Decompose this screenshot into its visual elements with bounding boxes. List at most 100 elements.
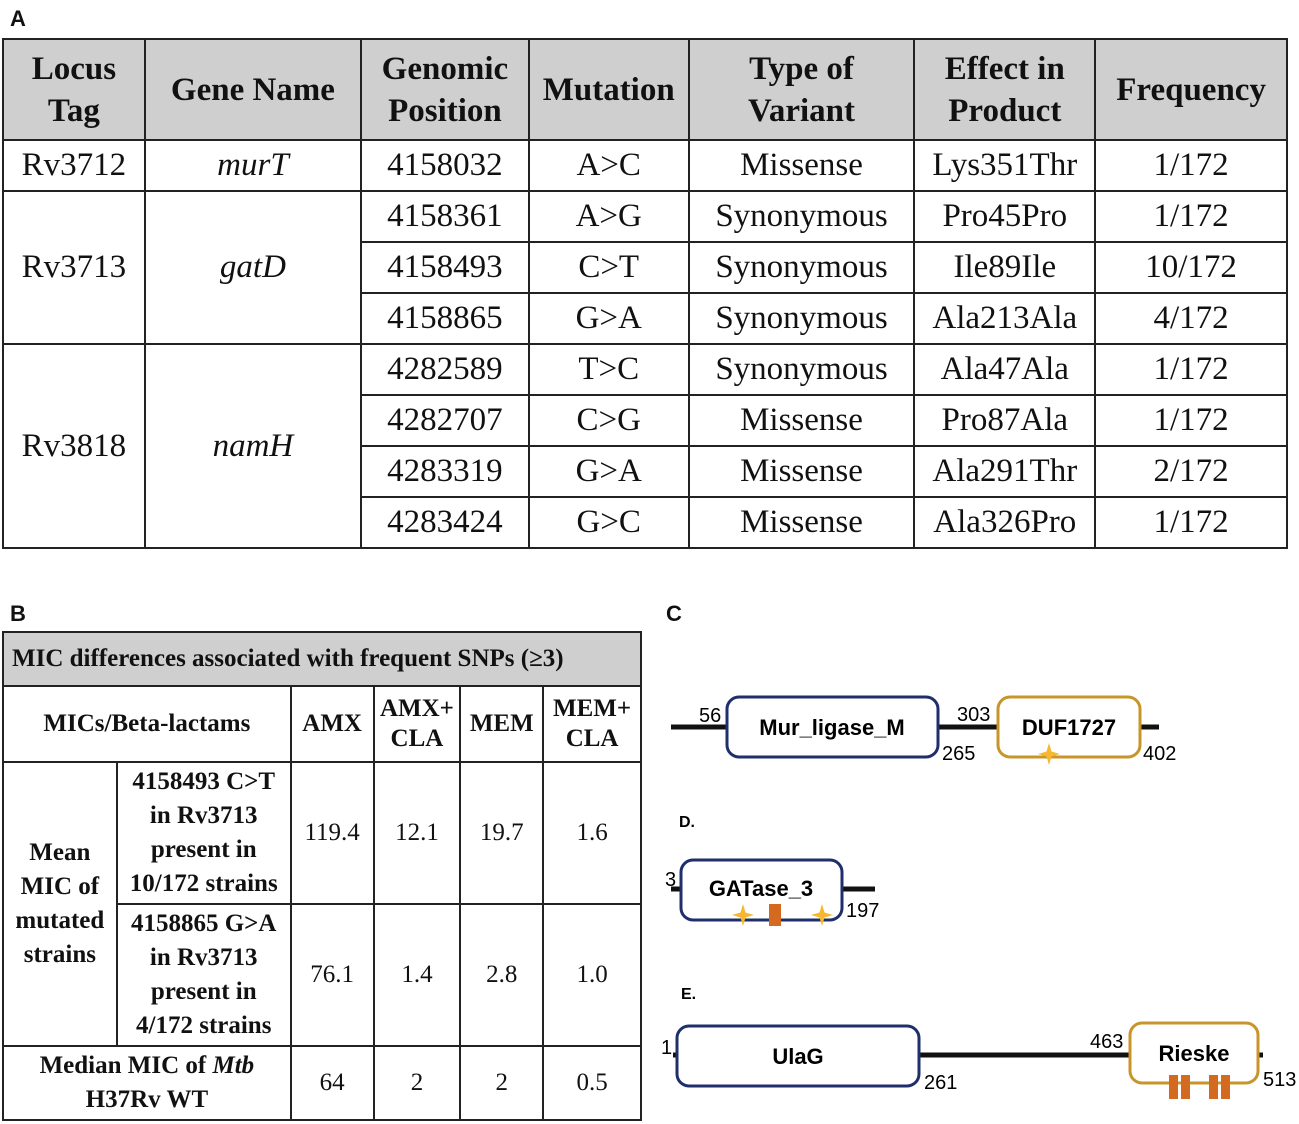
domain-start-rieske: 463 (1090, 1031, 1123, 1053)
snp-bar-icon (1169, 1075, 1178, 1099)
snp-row-label: 4158865 G>A in Rv3713 present in 4/172 s… (115, 903, 292, 1047)
mutation-cell: T>C (527, 343, 690, 396)
frequency-cell: 2/172 (1094, 445, 1288, 498)
frequency-cell: 4/172 (1094, 292, 1288, 345)
header-effect-in-product: Effect in Product (913, 38, 1097, 141)
domain-label-ulag: UlaG (772, 1044, 823, 1069)
variant-type-cell: Missense (687, 139, 916, 192)
genomic-position-cell: 4283424 (360, 496, 530, 549)
drug-amx-cla: AMX+ CLA (372, 685, 462, 763)
mic-value: 12.1 (372, 761, 462, 905)
wt-value: 2 (372, 1045, 462, 1121)
mic-value: 1.4 (372, 903, 462, 1047)
mutation-cell: A>G (527, 190, 690, 243)
mutation-cell: G>A (527, 445, 690, 498)
domain-end-mur-ligase: 265 (942, 743, 975, 765)
variant-type-cell: Missense (687, 445, 916, 498)
effect-cell: Ile89Ile (913, 241, 1097, 294)
mic-col-header: MICs/Beta-lactams (2, 685, 292, 763)
domain-end-duf1727: 402 (1143, 743, 1176, 765)
mutation-cell: C>T (527, 241, 690, 294)
drug-amx: AMX (289, 685, 375, 763)
header-gene-name: Gene Name (143, 38, 363, 141)
drug-mem: MEM (459, 685, 545, 763)
frequency-cell: 1/172 (1094, 496, 1288, 549)
mic-value: 76.1 (289, 903, 375, 1047)
domain-label-mur-ligase: Mur_ligase_M (759, 715, 905, 740)
mutation-cell: G>C (527, 496, 690, 549)
gene-name-cell: gatD (143, 190, 363, 345)
wt-value: 0.5 (542, 1045, 642, 1121)
wt-row-label: Median MIC of Mtb H37Rv WT (2, 1045, 292, 1121)
wt-label-post: H37Rv WT (85, 1086, 209, 1113)
mic-table: MIC differences associated with frequent… (2, 631, 642, 1121)
snp-bar-icon (1209, 1075, 1218, 1099)
domain-box-rieske (1128, 1021, 1260, 1085)
effect-cell: Ala326Pro (913, 496, 1097, 549)
genomic-position-cell: 4158865 (360, 292, 530, 345)
effect-cell: Ala213Ala (913, 292, 1097, 345)
variants-table: Locus Tag Gene Name Genomic Position Mut… (2, 38, 1288, 549)
domain-box-mur-ligase (725, 695, 940, 759)
panel-d-label: D. (679, 814, 695, 831)
domain-box-ulag (675, 1024, 921, 1088)
genomic-position-cell: 4283319 (360, 445, 530, 498)
domain-end-rieske: 513 (1263, 1069, 1296, 1091)
mutation-cell: C>G (527, 394, 690, 447)
domain-label-gatase3: GATase_3 (709, 876, 813, 901)
snp-bar-icon (1181, 1075, 1190, 1099)
table-header-row: Locus Tag Gene Name Genomic Position Mut… (2, 38, 1288, 141)
domain-label-rieske: Rieske (1159, 1041, 1230, 1066)
frequency-cell: 1/172 (1094, 190, 1288, 243)
domain-label-duf1727: DUF1727 (1022, 715, 1116, 740)
gene-name-cell: namH (143, 343, 363, 549)
genomic-position-cell: 4282589 (360, 343, 530, 396)
effect-cell: Pro45Pro (913, 190, 1097, 243)
effect-cell: Ala291Thr (913, 445, 1097, 498)
mic-value: 2.8 (459, 903, 545, 1047)
frequency-cell: 1/172 (1094, 139, 1288, 192)
mutation-cell: G>A (527, 292, 690, 345)
domain-start-gatase3: 3 (665, 869, 676, 891)
mean-mic-group-label: Mean MIC of mutated strains (2, 761, 118, 1047)
mic-value: 19.7 (459, 761, 545, 905)
genomic-position-cell: 4158361 (360, 190, 530, 243)
panel-b-label: B (10, 601, 26, 626)
diagram-e: E. UlaG 1 261 Rieske 463 513 (661, 986, 1296, 1099)
domain-end-ulag: 261 (924, 1072, 957, 1094)
mic-value: 1.0 (542, 903, 642, 1047)
header-locus-tag: Locus Tag (2, 38, 146, 141)
diagram-d: D. GATase_3 3 197 (665, 814, 879, 926)
domain-box-duf1727 (996, 695, 1142, 759)
mic-table-title: MIC differences associated with frequent… (2, 631, 642, 687)
snp-row-label: 4158493 C>T in Rv3713 present in 10/172 … (115, 761, 292, 905)
header-mutation: Mutation (527, 38, 690, 141)
variant-type-cell: Synonymous (687, 241, 916, 294)
panel-c-label: C (666, 601, 682, 626)
domain-start-mur-ligase: 56 (699, 705, 721, 727)
effect-cell: Pro87Ala (913, 394, 1097, 447)
variant-type-cell: Synonymous (687, 292, 916, 345)
domain-start-duf1727: 303 (957, 704, 990, 726)
locus-tag-cell: Rv3818 (2, 343, 146, 549)
wt-value: 2 (459, 1045, 545, 1121)
drug-mem-cla: MEM+ CLA (542, 685, 642, 763)
diagram-c: Mur_ligase_M 56 265 DUF1727 303 402 (671, 695, 1176, 765)
locus-tag-cell: Rv3712 (2, 139, 146, 192)
header-genomic-position: Genomic Position (360, 38, 530, 141)
wt-value: 64 (289, 1045, 375, 1121)
variant-type-cell: Synonymous (687, 190, 916, 243)
mutation-cell: A>C (527, 139, 690, 192)
frequency-cell: 1/172 (1094, 394, 1288, 447)
frequency-cell: 1/172 (1094, 343, 1288, 396)
variant-type-cell: Missense (687, 496, 916, 549)
genomic-position-cell: 4158032 (360, 139, 530, 192)
variant-type-cell: Synonymous (687, 343, 916, 396)
mic-value: 1.6 (542, 761, 642, 905)
domain-diagrams: Mur_ligase_M 56 265 DUF1727 303 402 D. G… (661, 695, 1296, 1099)
